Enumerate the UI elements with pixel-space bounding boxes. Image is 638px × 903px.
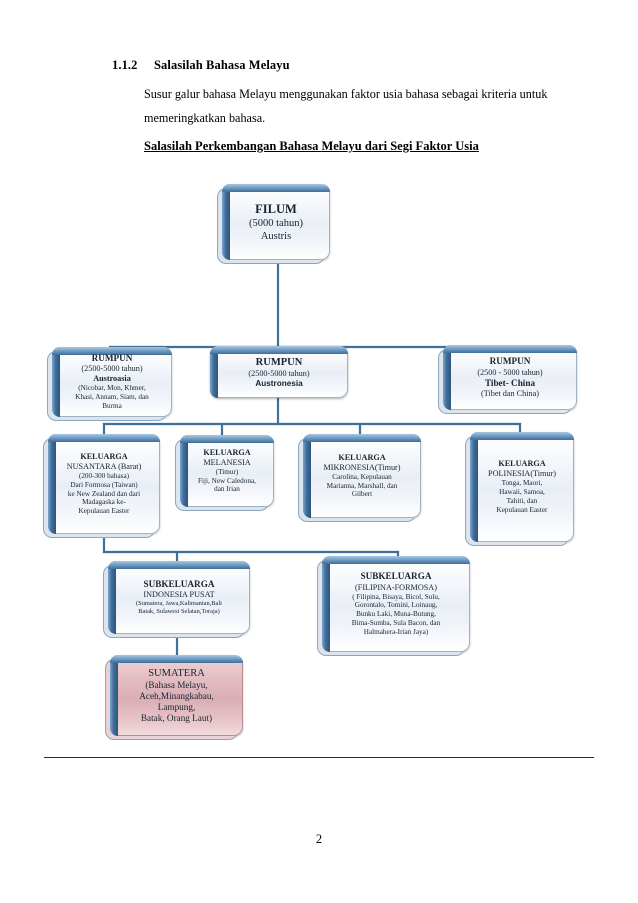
node-filipina-line6: Bima-Sumba, Sula Bacon, dan <box>351 619 441 627</box>
node-austronesia-line3: Austronesia <box>255 378 303 388</box>
node-sumatera-line5: Batak, Orang Laut) <box>140 713 213 724</box>
node-indonesia-pusat-line2: INDONESIA PUSAT <box>143 590 215 600</box>
node-sumatera-line1: SUMATERA <box>148 667 205 679</box>
node-melanesia-line1: KELUARGA <box>203 447 251 457</box>
node-sumatera-line4: Lampung, <box>157 702 196 712</box>
genealogy-diagram: FILUM (5000 tahun) Austris RUMPUN (2500-… <box>48 184 577 736</box>
node-sumatera-line2: (Bahasa Melayu, <box>145 679 208 690</box>
node-mikronesia-line2: MIKRONESIA(Timur) <box>323 462 401 472</box>
node-filum[interactable]: FILUM (5000 tahun) Austris <box>222 184 330 260</box>
node-filipina-line5: Bunku Laki, Muna-Butung, <box>356 610 436 619</box>
node-polinesia-line5: Tahiti, dan <box>506 497 538 505</box>
node-rumpun-tibet-china[interactable]: RUMPUN (2500 - 5000 tahun) Tibet- China … <box>443 345 577 410</box>
node-keluarga-melanesia[interactable]: KELUARGA MELANESIA (Timur) Fiji, New Cal… <box>180 435 274 507</box>
node-austronesia-line2: (2500-5000 tahun) <box>248 368 310 378</box>
section-heading: 1.1.2 Salasilah Bahasa Melayu <box>112 58 290 73</box>
node-nusantara-line5: ke New Zealand dan dari <box>67 489 141 498</box>
node-filum-line1: FILUM <box>255 201 297 216</box>
node-indonesia-pusat-line1: SUBKELUARGA <box>143 578 215 589</box>
node-tibet-line1: RUMPUN <box>489 356 531 367</box>
node-austroasia-line6: Burma <box>102 402 122 410</box>
node-keluarga-nusantara[interactable]: KELUARGA NUSANTARA (Barat) (200-300 baha… <box>48 434 160 534</box>
node-mikronesia-line1: KELUARGA <box>338 452 386 462</box>
page-number: 2 <box>315 832 323 846</box>
node-austroasia-line1: RUMPUN <box>91 353 133 364</box>
section-heading-title: Salasilah Bahasa Melayu <box>154 58 290 72</box>
chart-subheading: Salasilah Perkembangan Bahasa Melayu dar… <box>144 139 479 153</box>
node-polinesia-line3: Tonga, Maori, <box>501 479 543 488</box>
node-filipina-line3: ( Filipina, Bisaya, Bicol, Sulu, <box>352 592 440 601</box>
node-nusantara-line4: Dari Formosa (Taiwan) <box>70 480 138 489</box>
node-sumatera-line3: Aceh,Minangkabau, <box>139 690 214 701</box>
node-austroasia-line5: Khasi, Annam, Siam, dan <box>75 393 149 402</box>
node-filipina-line2: (FILIPINA-FORMOSA) <box>355 582 437 592</box>
node-nusantara-line3: (200-300 bahasa) <box>78 472 130 480</box>
node-indonesia-pusat-line4: Batak, Sulawesi Selatan,Toraja) <box>138 608 220 616</box>
node-tibet-line3: Tibet- China <box>484 377 536 388</box>
node-polinesia-line4: Hawaii, Samoa, <box>499 488 545 497</box>
node-mikronesia-line5: Gilbert <box>351 490 373 499</box>
node-keluarga-mikronesia[interactable]: KELUARGA MIKRONESIA(Timur) Carolina, Kep… <box>303 434 421 518</box>
node-nusantara-line2: NUSANTARA (Barat) <box>66 462 142 471</box>
node-melanesia-line4: Fiji, New Caledona, <box>198 476 256 485</box>
node-filum-line3: Austris <box>260 230 292 242</box>
node-polinesia-line6: Kepulauan Easter <box>496 505 548 514</box>
node-nusantara-line7: Kepulauan Easter <box>78 507 130 516</box>
node-austronesia-line1: RUMPUN <box>255 356 303 368</box>
node-keluarga-polinesia[interactable]: KELUARGA POLINESIA(Timur) Tonga, Maori, … <box>470 432 574 542</box>
node-polinesia-line1: KELUARGA <box>498 459 546 469</box>
node-filipina-line1: SUBKELUARGA <box>360 571 432 582</box>
node-tibet-line2: (2500 - 5000 tahun) <box>477 367 543 377</box>
node-subkeluarga-filipina-formosa[interactable]: SUBKELUARGA (FILIPINA-FORMOSA) ( Filipin… <box>322 556 470 652</box>
node-mikronesia-line3: Carolina, Kepulauan <box>332 472 392 481</box>
node-melanesia-line2: MELANESIA <box>203 457 251 467</box>
node-austroasia-line4: (Nicobar, Mon, Khmer, <box>78 384 146 393</box>
intro-paragraph: Susur galur bahasa Melayu menggunakan fa… <box>144 87 548 125</box>
node-mikronesia-line4: Marianna, Marshall, dan <box>326 481 398 490</box>
node-austroasia-line3: Austroasia <box>93 374 131 384</box>
node-subkeluarga-indonesia-pusat[interactable]: SUBKELUARGA INDONESIA PUSAT (Sumatera, J… <box>108 561 250 634</box>
node-nusantara-line6: Madagaska ke- <box>82 498 126 507</box>
node-polinesia-line2: POLINESIA(Timur) <box>488 469 556 479</box>
node-sumatera[interactable]: SUMATERA (Bahasa Melayu, Aceh,Minangkaba… <box>110 655 243 736</box>
node-tibet-line4: (Tibet dan China) <box>481 388 539 398</box>
footer-divider <box>44 757 594 758</box>
node-melanesia-line5: dan Irian <box>214 485 240 494</box>
node-filipina-line4: Gorontalo, Tomini, Loinaug, <box>354 601 438 610</box>
node-indonesia-pusat-line3: (Sumatera, Jawa,Kalimantan,Bali <box>136 600 222 608</box>
node-nusantara-line1: KELUARGA <box>80 452 128 461</box>
node-filum-line2: (5000 tahun) <box>249 217 303 229</box>
section-heading-number: 1.1.2 <box>112 58 138 72</box>
node-rumpun-austronesia[interactable]: RUMPUN (2500-5000 tahun) Austronesia <box>210 346 348 398</box>
node-filipina-line7: Halmahera-Irian Jaya) <box>363 627 429 636</box>
node-rumpun-austroasia[interactable]: RUMPUN (2500-5000 tahun) Austroasia (Nic… <box>52 347 172 417</box>
node-austroasia-line2: (2500-5000 tahun) <box>81 364 143 374</box>
node-melanesia-line3: (Timur) <box>215 467 239 476</box>
